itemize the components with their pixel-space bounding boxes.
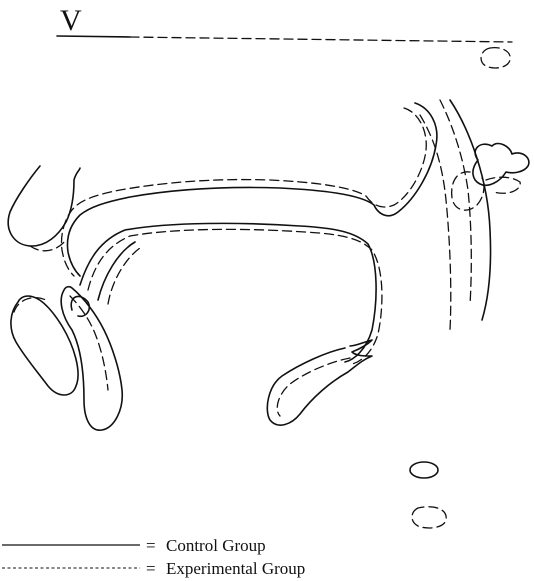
nasal-floor-control bbox=[98, 242, 135, 300]
hyoid-control bbox=[410, 462, 438, 478]
mandible-lower-experimental bbox=[277, 358, 350, 416]
legend-label-control: Control Group bbox=[166, 536, 266, 555]
upper-incisor-control bbox=[11, 296, 78, 395]
legend-label-experimental: Experimental Group bbox=[166, 559, 305, 578]
legend: = Control Group = Experimental Group bbox=[2, 536, 305, 578]
mandible-lower-control bbox=[267, 340, 372, 425]
lower-incisor-control bbox=[61, 287, 122, 431]
maxilla-arch-control bbox=[80, 223, 376, 362]
corner-mark: V bbox=[60, 4, 82, 37]
nasal-floor-experimental bbox=[108, 248, 140, 304]
maxilla-arch-experimental bbox=[88, 229, 382, 364]
legend-equals-2: = bbox=[146, 559, 156, 578]
condyle-experimental-2 bbox=[486, 177, 520, 193]
condyle-control bbox=[473, 144, 529, 186]
hyoid-experimental bbox=[412, 507, 446, 528]
condyle-experimental bbox=[452, 172, 484, 210]
posterior-wall-dashed-1 bbox=[420, 115, 451, 330]
reference-line-dashed bbox=[130, 37, 512, 42]
reference-line-solid bbox=[57, 36, 130, 37]
legend-equals-1: = bbox=[146, 536, 156, 555]
sella-dashed-outline bbox=[481, 48, 510, 68]
